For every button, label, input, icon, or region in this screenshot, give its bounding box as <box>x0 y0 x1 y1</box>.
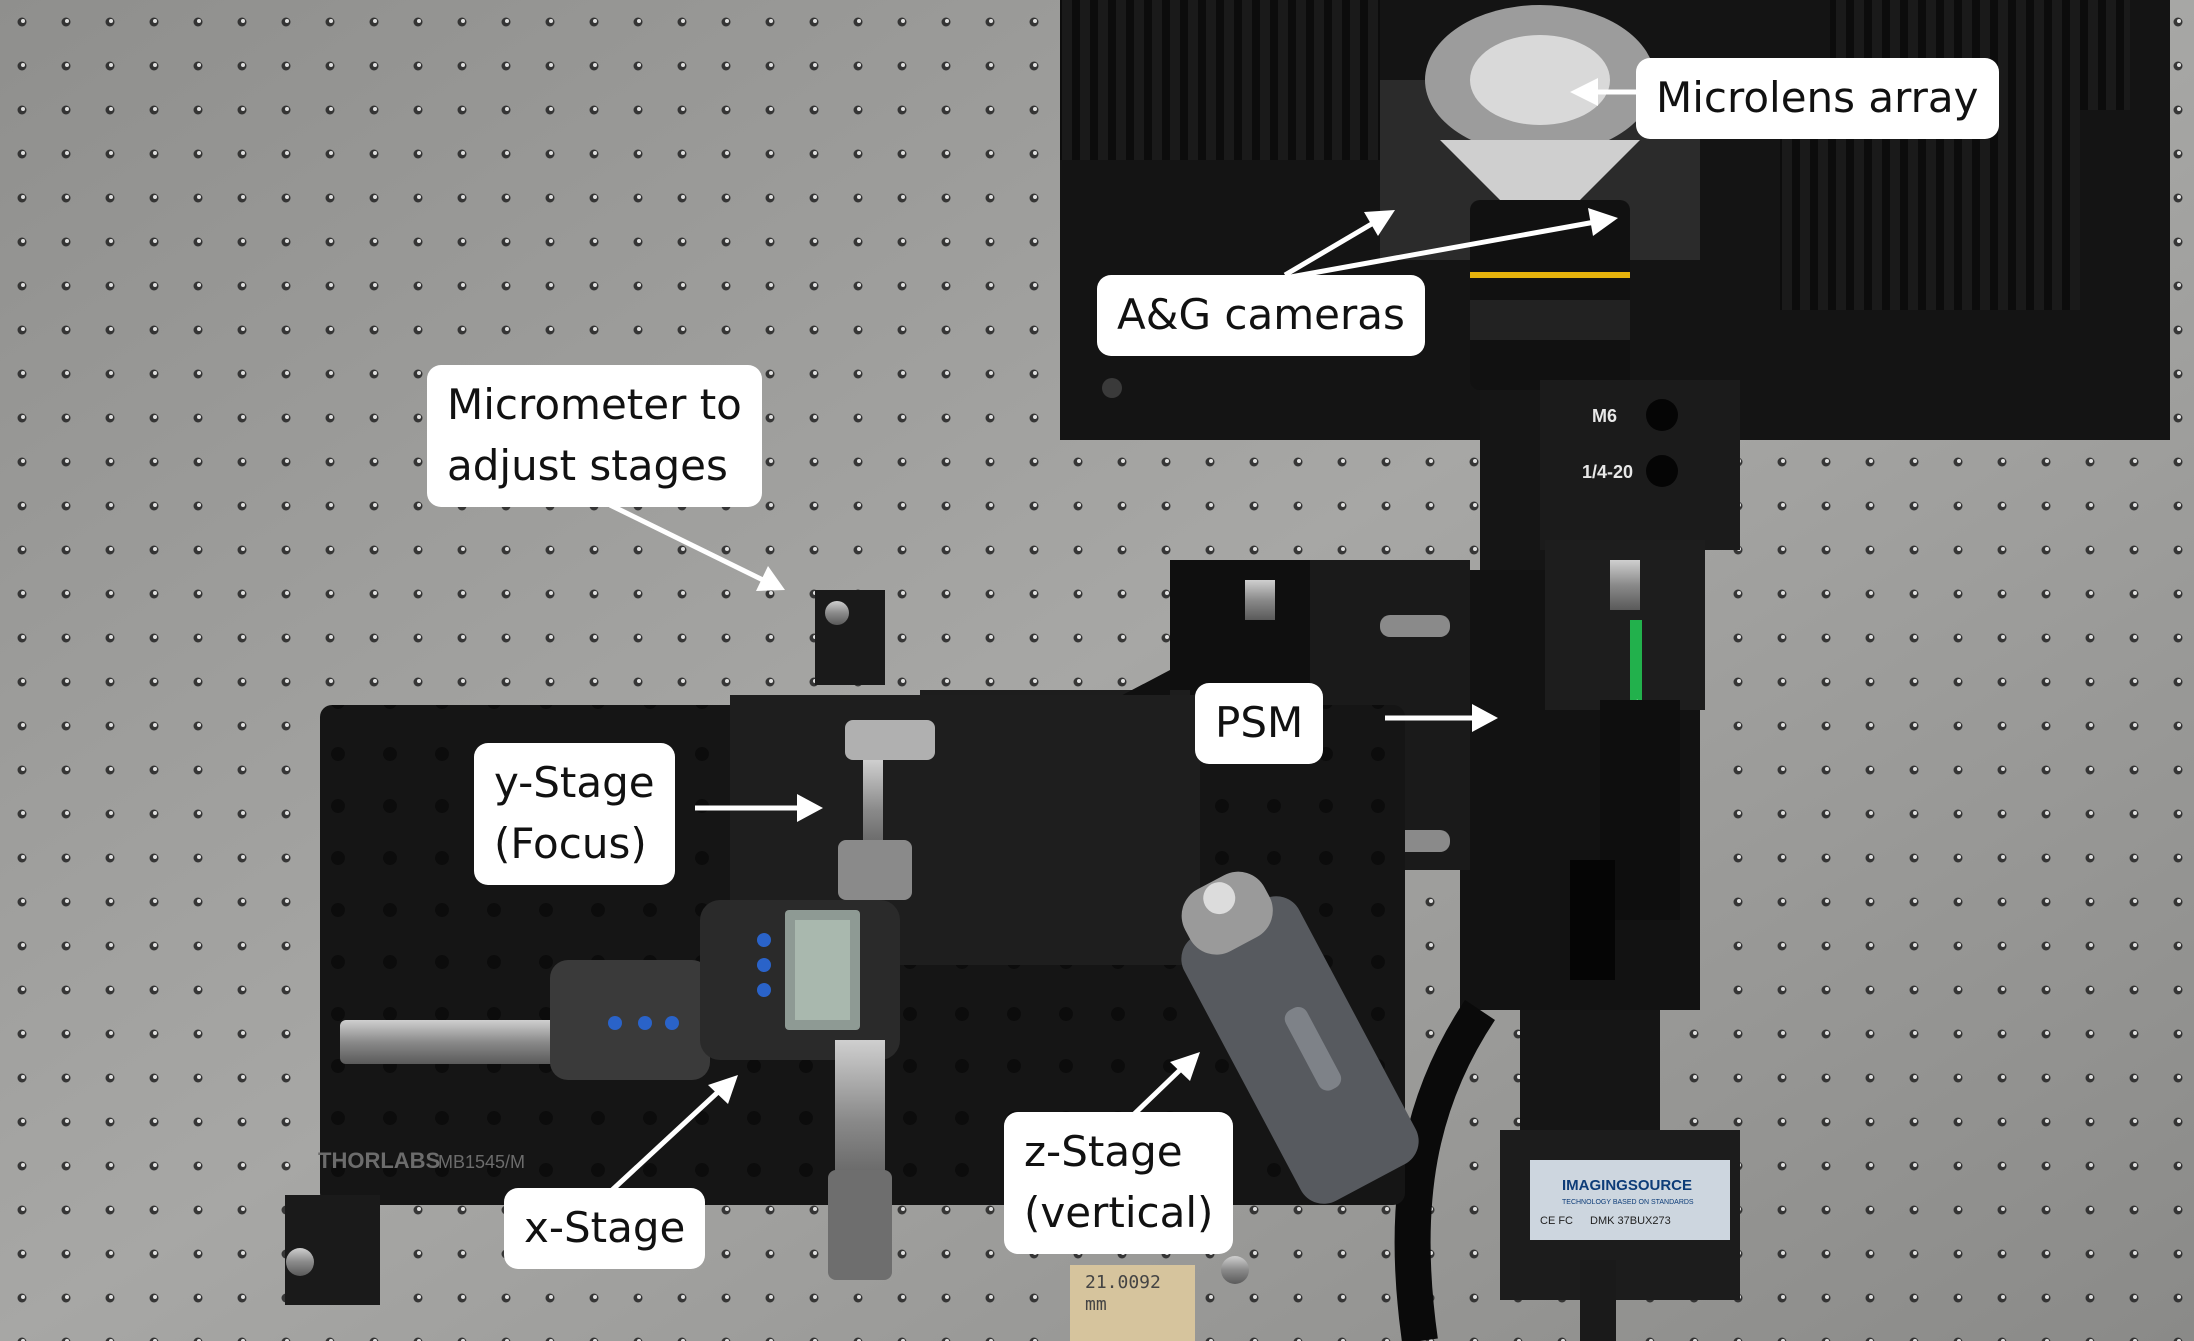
paper-note: 21.0092 mm <box>1070 1265 1195 1341</box>
label-micrometer: Micrometer to adjust stages <box>427 365 762 507</box>
camera-housing <box>1060 0 2170 440</box>
label-microlens-array: Microlens array <box>1636 58 1999 139</box>
camera-model-text: DMK 37BUX273 <box>1590 1215 1671 1227</box>
arrow-microlens <box>1570 78 1640 106</box>
psm-unit <box>1460 540 1705 1180</box>
arrow-ag-right <box>1284 208 1618 281</box>
camera-marks-text: CE FC <box>1540 1215 1573 1227</box>
label-ag-cameras: A&G cameras <box>1097 275 1425 356</box>
fiber-connector <box>1630 620 1642 700</box>
bracket-bottom-text: 1/4-20 <box>1582 462 1633 482</box>
breadboard-model-text: MB1545/M <box>438 1152 525 1172</box>
label-psm: PSM <box>1195 683 1324 764</box>
arrow-y-stage <box>695 794 823 822</box>
digital-micrometer <box>340 900 900 1280</box>
label-y-stage: y-Stage (Focus) <box>474 743 675 885</box>
label-x-stage: x-Stage <box>504 1188 706 1269</box>
note-text: 21.0092 mm <box>1085 1272 1172 1315</box>
bracket-top-text: M6 <box>1592 406 1617 426</box>
camera-brand-text: IMAGINGSOURCE <box>1562 1177 1692 1194</box>
note-line-1: 21.0092 <box>1085 1272 1161 1293</box>
label-z-stage: z-Stage (vertical) <box>1004 1112 1234 1254</box>
arrow-psm <box>1385 704 1498 732</box>
arrow-micrometer <box>608 502 785 591</box>
breadboard-brand-text: THORLABS <box>318 1148 440 1173</box>
note-line-2: mm <box>1085 1294 1107 1315</box>
bottom-camera: IMAGINGSOURCE TECHNOLOGY BASED ON STANDA… <box>1394 1000 1740 1341</box>
mount-bracket: M6 1/4-20 <box>1540 380 1740 550</box>
table-clamps <box>285 590 1249 1305</box>
annotation-arrows <box>608 78 1640 1194</box>
arrow-x-stage <box>608 1075 738 1194</box>
arrow-ag-left <box>1283 210 1395 278</box>
camera-tagline-text: TECHNOLOGY BASED ON STANDARDS <box>1562 1199 1694 1206</box>
y-stage-micrometer <box>838 720 935 900</box>
z-stage-micrometer <box>1181 871 1419 1204</box>
arrow-z-stage <box>1126 1052 1200 1122</box>
